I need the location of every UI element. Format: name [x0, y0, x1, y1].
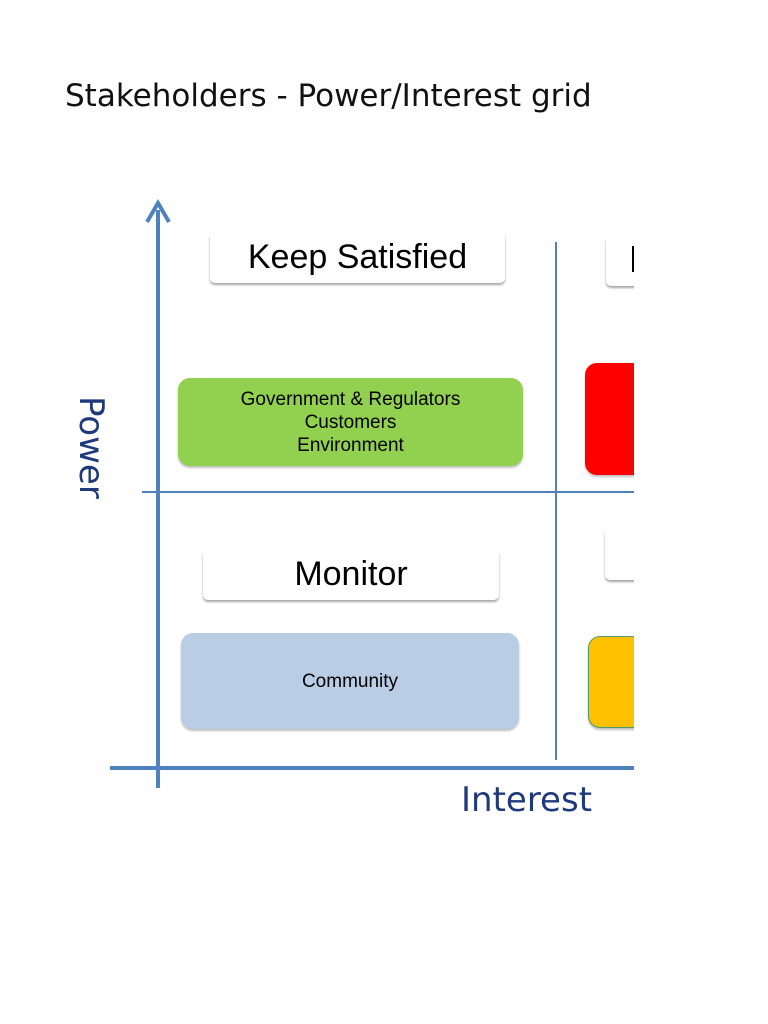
- stakeholder-environment: Environment: [297, 434, 404, 456]
- stakeholder-customers: Customers: [304, 411, 397, 433]
- top-right-stakeholders: [585, 363, 634, 475]
- power-axis-title: Power: [71, 396, 111, 499]
- power-axis: [156, 210, 160, 788]
- bottom-right-stakeholders: [588, 636, 634, 728]
- stakeholder-government-regulators: Government & Regulators: [240, 388, 461, 410]
- bottom-right-quadrant-label: [605, 528, 634, 580]
- grid-canvas: Keep Satisfied Government & Regulators C…: [110, 199, 634, 788]
- page-title: Stakeholders - Power/Interest grid: [65, 78, 592, 114]
- top-right-label-text-fragment: [632, 246, 634, 272]
- stakeholder-community: Community: [301, 670, 399, 692]
- monitor-label: Monitor: [203, 549, 499, 600]
- top-right-quadrant-label: [606, 236, 634, 286]
- power-axis-arrowhead-icon: [145, 199, 171, 224]
- monitor-stakeholders: Community: [181, 633, 519, 729]
- keep-satisfied-stakeholders: Government & Regulators Customers Enviro…: [178, 378, 523, 466]
- interest-axis: [110, 766, 634, 770]
- interest-axis-title: Interest: [461, 780, 593, 820]
- quadrant-divider-vertical: [555, 242, 557, 760]
- quadrant-divider-horizontal: [142, 491, 634, 493]
- keep-satisfied-label: Keep Satisfied: [210, 232, 505, 283]
